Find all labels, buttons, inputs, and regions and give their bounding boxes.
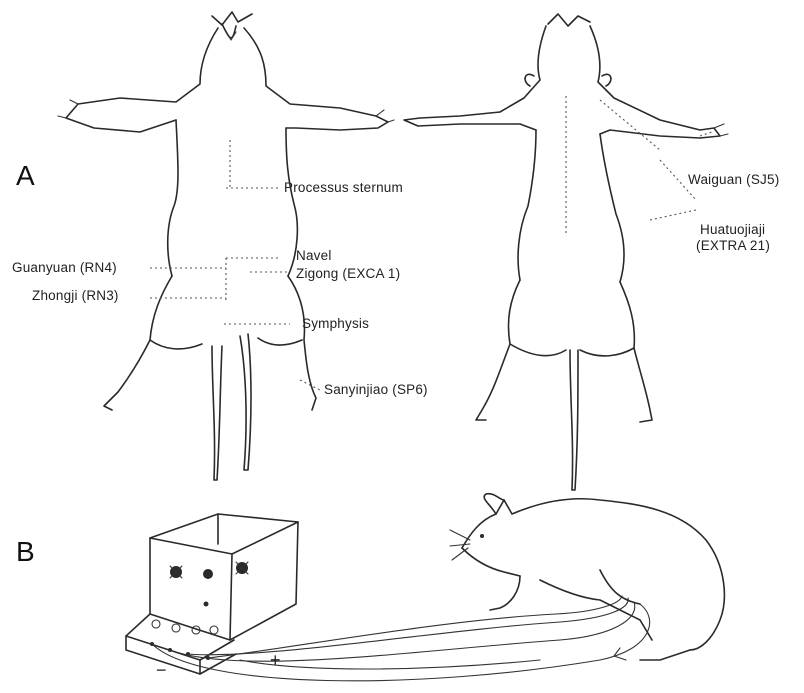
label-zhongji: Zhongji (RN3) — [32, 288, 119, 303]
label-sanyinjiao: Sanyinjiao (SP6) — [324, 382, 428, 397]
plus-terminal-label: + — [270, 650, 281, 671]
dorsal-rat-drawing — [404, 14, 728, 490]
label-guanyuan: Guanyuan (RN4) — [12, 260, 117, 275]
minus-terminal-label: − — [156, 660, 167, 681]
label-processus-sternum: Processus sternum — [284, 180, 403, 195]
ventral-rat-drawing — [58, 12, 394, 480]
label-symphysis: Symphysis — [302, 316, 369, 331]
restrained-rat-drawing — [450, 494, 724, 660]
label-waiguan: Waiguan (SJ5) — [688, 172, 779, 187]
label-huatuojiaji: Huatuojiaji — [700, 222, 765, 237]
panel-label-b: B — [16, 536, 35, 568]
label-navel: Navel — [296, 248, 332, 263]
label-zigong: Zigong (EXCA 1) — [296, 266, 400, 281]
label-huatuojiaji-code: (EXTRA 21) — [696, 238, 770, 253]
panel-label-a: A — [16, 160, 35, 192]
